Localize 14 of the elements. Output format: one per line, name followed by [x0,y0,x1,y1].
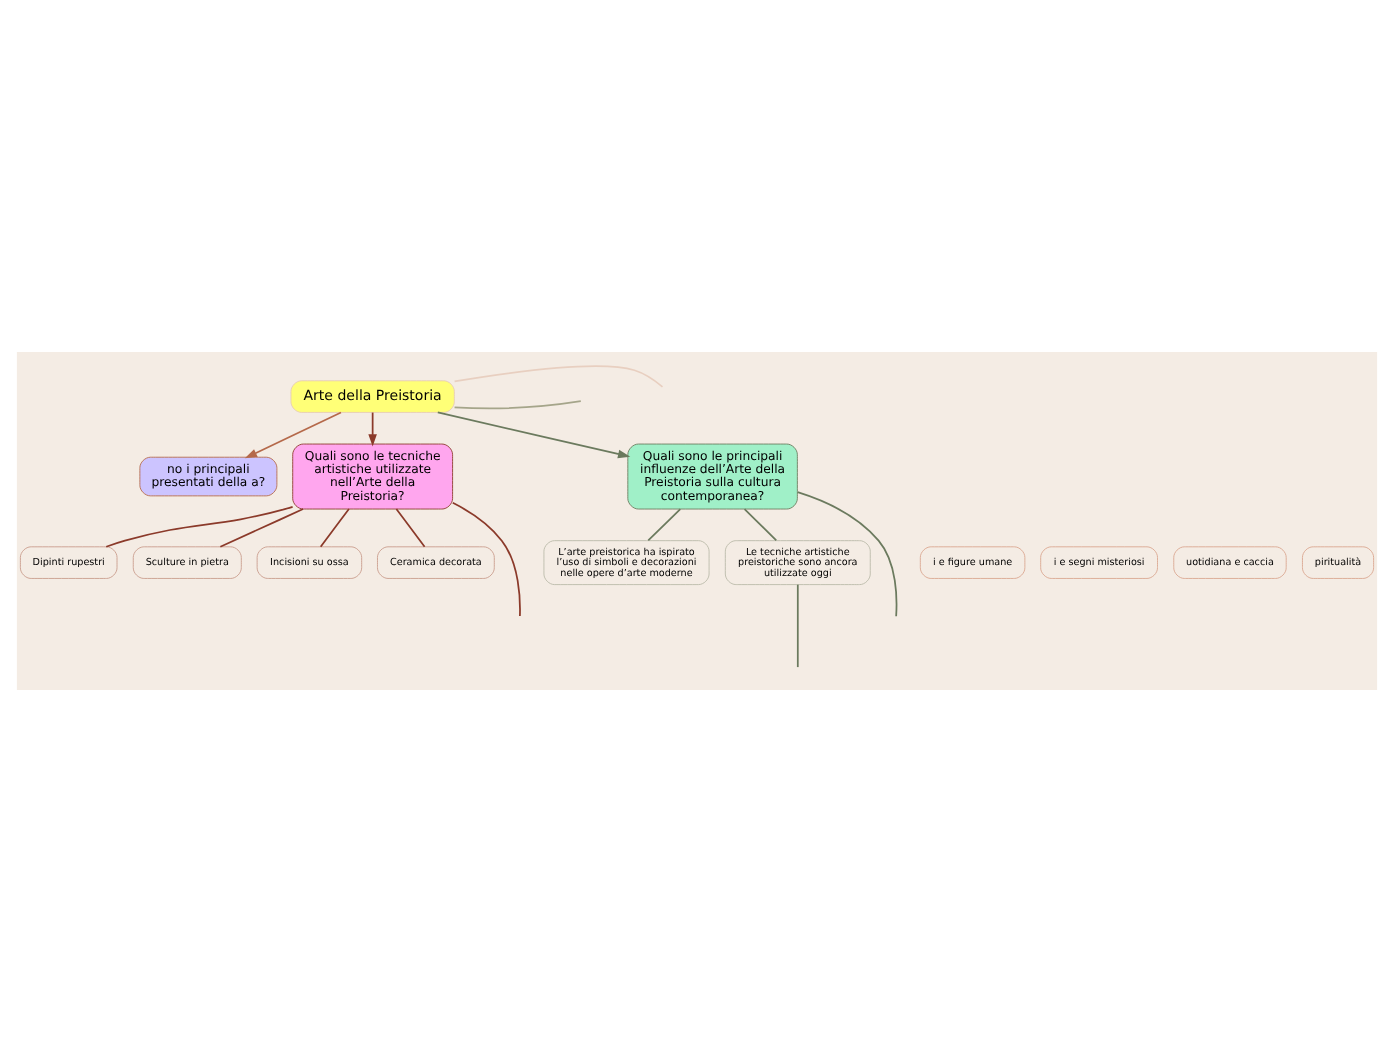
arrow [436,410,631,458]
connector [219,507,304,547]
arrow [368,410,377,446]
connector [796,490,898,617]
connector [319,507,350,547]
connector [395,507,426,547]
connector [451,500,521,616]
connector [796,582,799,667]
connector [453,399,582,409]
connector [105,504,294,547]
arrow [244,410,342,458]
connector [647,507,682,541]
connector [453,364,664,387]
connector [743,507,778,541]
